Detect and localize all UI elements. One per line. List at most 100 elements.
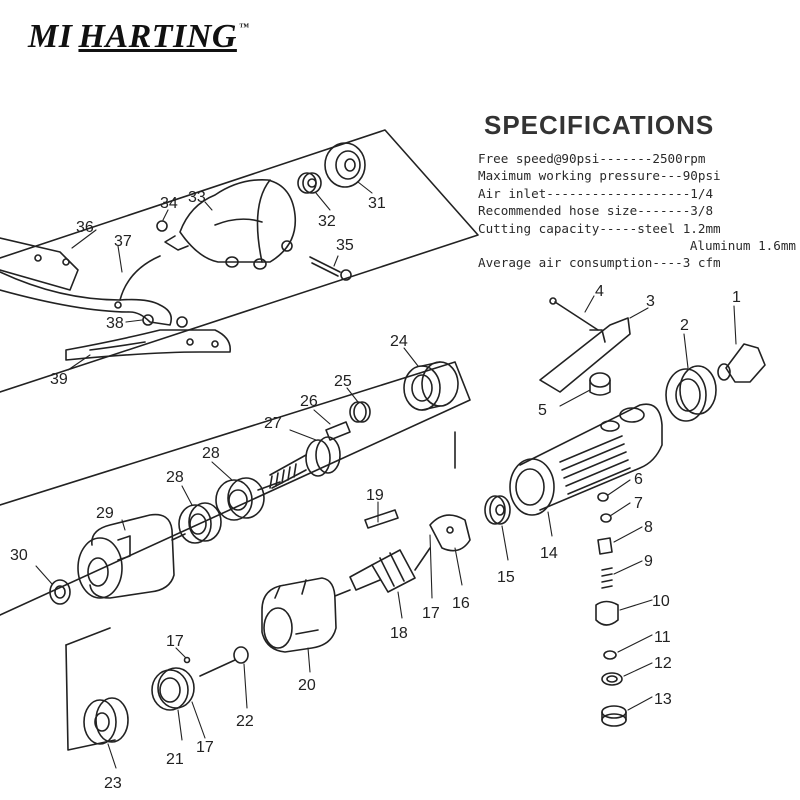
part-33-head-housing <box>164 178 297 270</box>
specifications-list: Free speed@90psi-------2500rpm Maximum w… <box>478 150 796 272</box>
spec-hose-size: Recommended hose size-------3/8 <box>478 203 714 219</box>
label-part-27: 27 <box>264 415 282 432</box>
label-part-24: 24 <box>390 333 408 350</box>
part-24-needle-bearing <box>403 361 459 411</box>
label-part-2: 2 <box>680 317 689 334</box>
label-part-17-b: 17 <box>166 633 184 650</box>
label-part-6: 6 <box>634 471 643 488</box>
label-part-23: 23 <box>104 775 122 792</box>
spec-max-pressure: Maximum working pressure---90psi <box>478 168 721 184</box>
spec-air-consumption: Average air consumption----3 cfm <box>478 255 721 271</box>
label-part-38: 38 <box>106 315 124 332</box>
trademark-mark: ™ <box>238 22 250 33</box>
part-13-spring-cap <box>601 705 627 727</box>
label-part-28-b: 28 <box>166 469 184 486</box>
spec-cutting-capacity-aluminum: Aluminum 1.6mm <box>689 238 796 254</box>
part-4-lever-pin <box>549 297 599 331</box>
label-part-37: 37 <box>114 233 132 250</box>
label-part-12: 12 <box>654 655 672 672</box>
part-8-valve-stem <box>597 537 613 555</box>
label-part-8: 8 <box>644 519 653 536</box>
brand-text-harting: HARTING <box>78 18 237 55</box>
part-35-screw <box>309 256 352 281</box>
part-28-bearing-b <box>178 502 222 544</box>
label-part-22: 22 <box>236 713 254 730</box>
label-part-21: 21 <box>166 751 184 768</box>
label-part-25: 25 <box>334 373 352 390</box>
label-part-36: 36 <box>76 219 94 236</box>
label-part-26: 26 <box>300 393 318 410</box>
part-16-cam <box>429 514 471 552</box>
part-12-washer <box>601 672 623 686</box>
part-39-lower-blade <box>65 329 232 361</box>
label-part-34: 34 <box>160 195 178 212</box>
label-part-32: 32 <box>318 213 336 230</box>
part-25-gear <box>349 401 371 423</box>
part-6-oring <box>597 492 609 502</box>
part-36-upper-blade <box>0 237 79 291</box>
label-part-17-c: 17 <box>196 739 214 756</box>
label-part-1: 1 <box>732 289 741 306</box>
part-3-lever <box>539 317 631 393</box>
part-31-bearing <box>324 142 366 188</box>
leader-lines <box>35 181 737 769</box>
part-14-motor-housing <box>509 403 663 516</box>
label-part-16: 16 <box>452 595 470 612</box>
part-19-pin <box>364 509 399 529</box>
label-part-20: 20 <box>298 677 316 694</box>
label-part-33: 33 <box>188 189 206 206</box>
part-29-bearing-housing <box>77 513 175 599</box>
part-17-small-pin <box>183 656 191 664</box>
cutter-head-assembly <box>0 142 366 361</box>
section-outline <box>0 129 479 751</box>
label-part-19: 19 <box>366 487 384 504</box>
part-37-middle-blade <box>0 255 173 326</box>
part-15-washer <box>484 495 511 525</box>
label-part-3: 3 <box>646 293 655 310</box>
part-32-nut <box>297 172 322 194</box>
label-part-18: 18 <box>390 625 408 642</box>
part-38-pins <box>142 314 188 328</box>
part-7-washer <box>600 513 612 523</box>
label-part-9: 9 <box>644 553 653 570</box>
label-part-17-a: 17 <box>422 605 440 622</box>
part-30-washer <box>49 579 71 605</box>
label-part-29: 29 <box>96 505 114 522</box>
part-27-shaft <box>269 436 341 489</box>
part-number-labels: 1 2 3 4 5 6 7 8 9 10 11 12 13 14 15 16 1… <box>10 189 741 792</box>
part-9-spring <box>601 567 613 589</box>
housing-and-valve-assembly <box>509 297 766 727</box>
part-10-valve-body <box>595 600 619 626</box>
label-part-31: 31 <box>368 195 386 212</box>
lower-assembly <box>83 495 511 745</box>
part-34-small-nut <box>156 220 168 232</box>
label-part-30: 30 <box>10 547 28 564</box>
brand-text-mi: MI <box>28 18 73 55</box>
label-part-15: 15 <box>497 569 515 586</box>
label-part-39: 39 <box>50 371 68 388</box>
label-part-13: 13 <box>654 691 672 708</box>
spec-cutting-capacity-steel: Cutting capacity-----steel 1.2mm <box>478 220 721 236</box>
part-1-air-inlet <box>717 343 766 383</box>
part-18-crank <box>349 549 416 593</box>
label-part-11: 11 <box>654 629 671 646</box>
part-11-oring <box>603 650 617 660</box>
part-2-exhaust-cap <box>665 365 717 422</box>
label-part-28-a: 28 <box>202 445 220 462</box>
part-23-bearing <box>83 697 129 745</box>
part-21-gear-ring <box>151 667 195 711</box>
specifications-title: SPECIFICATIONS <box>484 110 715 140</box>
part-28-bearing-a <box>215 477 265 521</box>
drive-train-assembly <box>49 361 459 605</box>
part-5-valve-bushing <box>589 372 611 396</box>
spec-air-inlet: Air inlet-------------------1/4 <box>478 185 714 201</box>
label-part-5: 5 <box>538 402 547 419</box>
spec-free-speed: Free speed@90psi-------2500rpm <box>478 151 706 166</box>
label-part-35: 35 <box>336 237 354 254</box>
part-22-ring <box>233 646 249 664</box>
part-20-sleeve <box>261 577 337 653</box>
label-part-4: 4 <box>595 283 604 300</box>
